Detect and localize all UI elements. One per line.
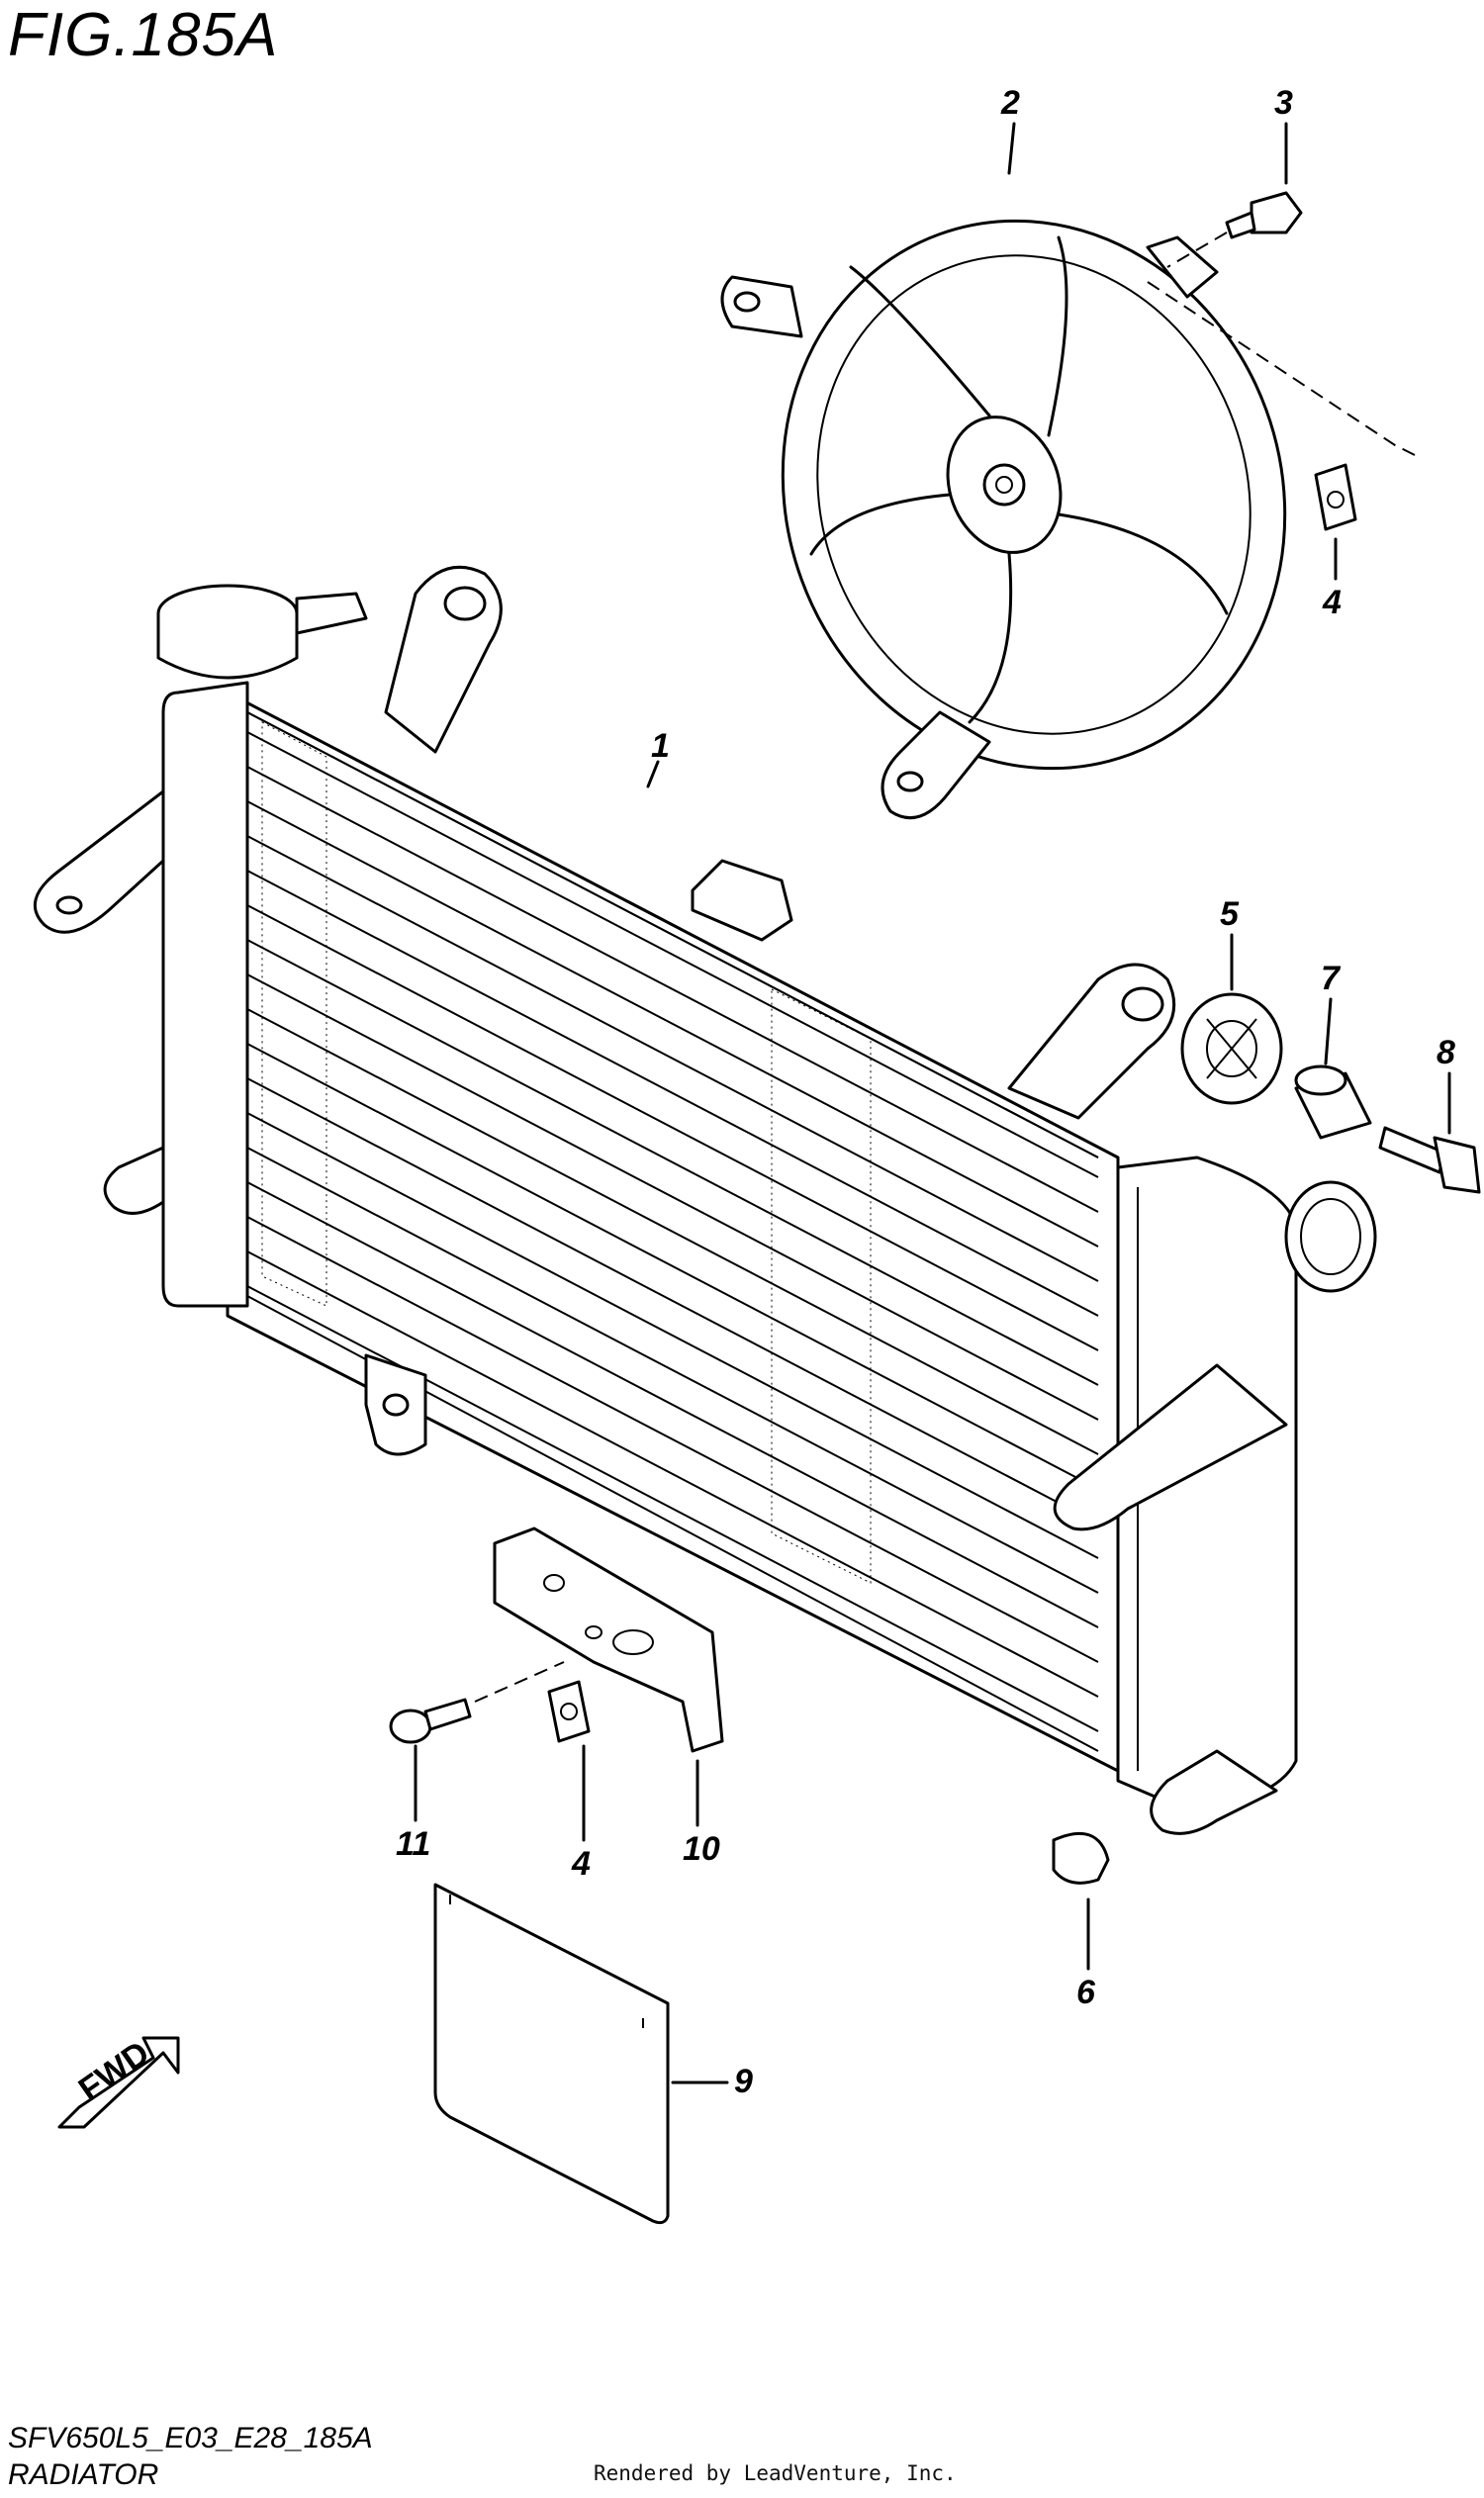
leader-lines <box>414 122 1451 2084</box>
callout-4-upper: 4 <box>1322 584 1342 621</box>
callout-6: 6 <box>1076 1974 1096 2011</box>
model-code: SFV650L5_E03_E28_185A <box>8 2422 373 2454</box>
clip-nut-upper-part <box>1314 463 1357 531</box>
cooling-fan-part <box>720 219 1287 820</box>
spacer-part <box>1294 1064 1372 1140</box>
fwd-direction-arrow: FWD <box>57 2034 180 2129</box>
callout-5: 5 <box>1220 895 1240 933</box>
cap-part <box>1052 1831 1110 1885</box>
plate-part <box>433 1883 670 2225</box>
callout-1: 1 <box>651 727 670 765</box>
radiator-core-fins <box>246 711 1099 1732</box>
callout-11: 11 <box>396 1825 430 1863</box>
clip-nut-lower-part <box>547 1680 591 1743</box>
callout-7: 7 <box>1321 960 1342 997</box>
callout-3: 3 <box>1274 84 1293 122</box>
section-name: RADIATOR <box>8 2458 159 2491</box>
grommet-part <box>1180 992 1283 1105</box>
bracket-bolt-part <box>389 1661 565 1744</box>
callout-8: 8 <box>1437 1034 1455 1071</box>
radiator-bolt-part <box>1378 1126 1481 1194</box>
figure-title: FIG.185A <box>8 1 279 69</box>
render-credit: Rendered by LeadVenture, Inc. <box>594 2461 957 2485</box>
callout-10: 10 <box>683 1830 720 1868</box>
callout-2: 2 <box>1000 84 1020 122</box>
bracket-part <box>493 1527 724 1753</box>
fan-bolt-part <box>1147 191 1416 456</box>
callout-9: 9 <box>734 2063 753 2100</box>
callout-4-lower: 4 <box>571 1845 591 1883</box>
radiator-part <box>34 565 1377 1835</box>
